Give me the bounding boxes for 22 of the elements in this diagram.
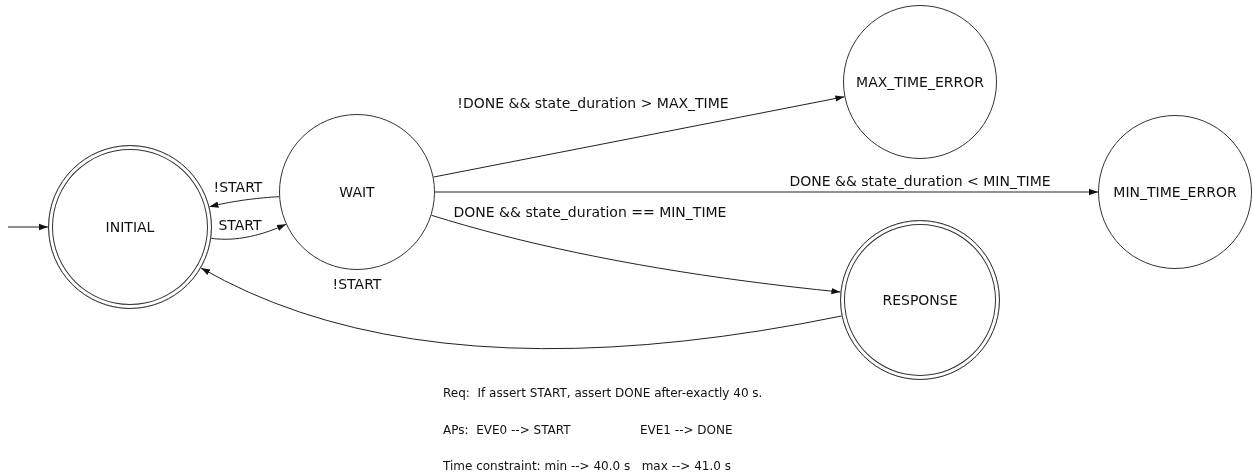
state-name: WAIT xyxy=(339,184,375,200)
transition-arrow xyxy=(208,196,280,208)
edge-label: !START xyxy=(212,179,264,195)
state-name: RESPONSE xyxy=(882,292,958,308)
transition-arrow xyxy=(200,267,843,350)
edge-label: !START xyxy=(331,276,383,292)
edge-label: DONE && state_duration < MIN_TIME xyxy=(788,173,1052,189)
transition-arrow xyxy=(433,95,845,178)
edge-label: DONE && state_duration == MIN_TIME xyxy=(452,204,728,220)
transition-arrow xyxy=(430,214,841,295)
note-text: Time constraint: min --> 40.0 s max --> 41.0 s xyxy=(443,459,731,473)
edge-label: !DONE && state_duration > MAX_TIME xyxy=(456,95,730,111)
note-text: Req: If assert START, assert DONE after-exactly 40 s. xyxy=(443,386,763,400)
state-name: MAX_TIME_ERROR xyxy=(856,74,984,90)
edge-label: START xyxy=(217,217,263,233)
transition-arrow xyxy=(434,188,1099,196)
transition-arrow xyxy=(210,223,287,240)
state-name: MIN_TIME_ERROR xyxy=(1113,184,1237,200)
note-text: APs: EVE0 --> START xyxy=(443,423,571,437)
start-arrow xyxy=(7,223,49,231)
state-name: INITIAL xyxy=(105,219,155,235)
note-text: EVE1 --> DONE xyxy=(640,423,733,437)
